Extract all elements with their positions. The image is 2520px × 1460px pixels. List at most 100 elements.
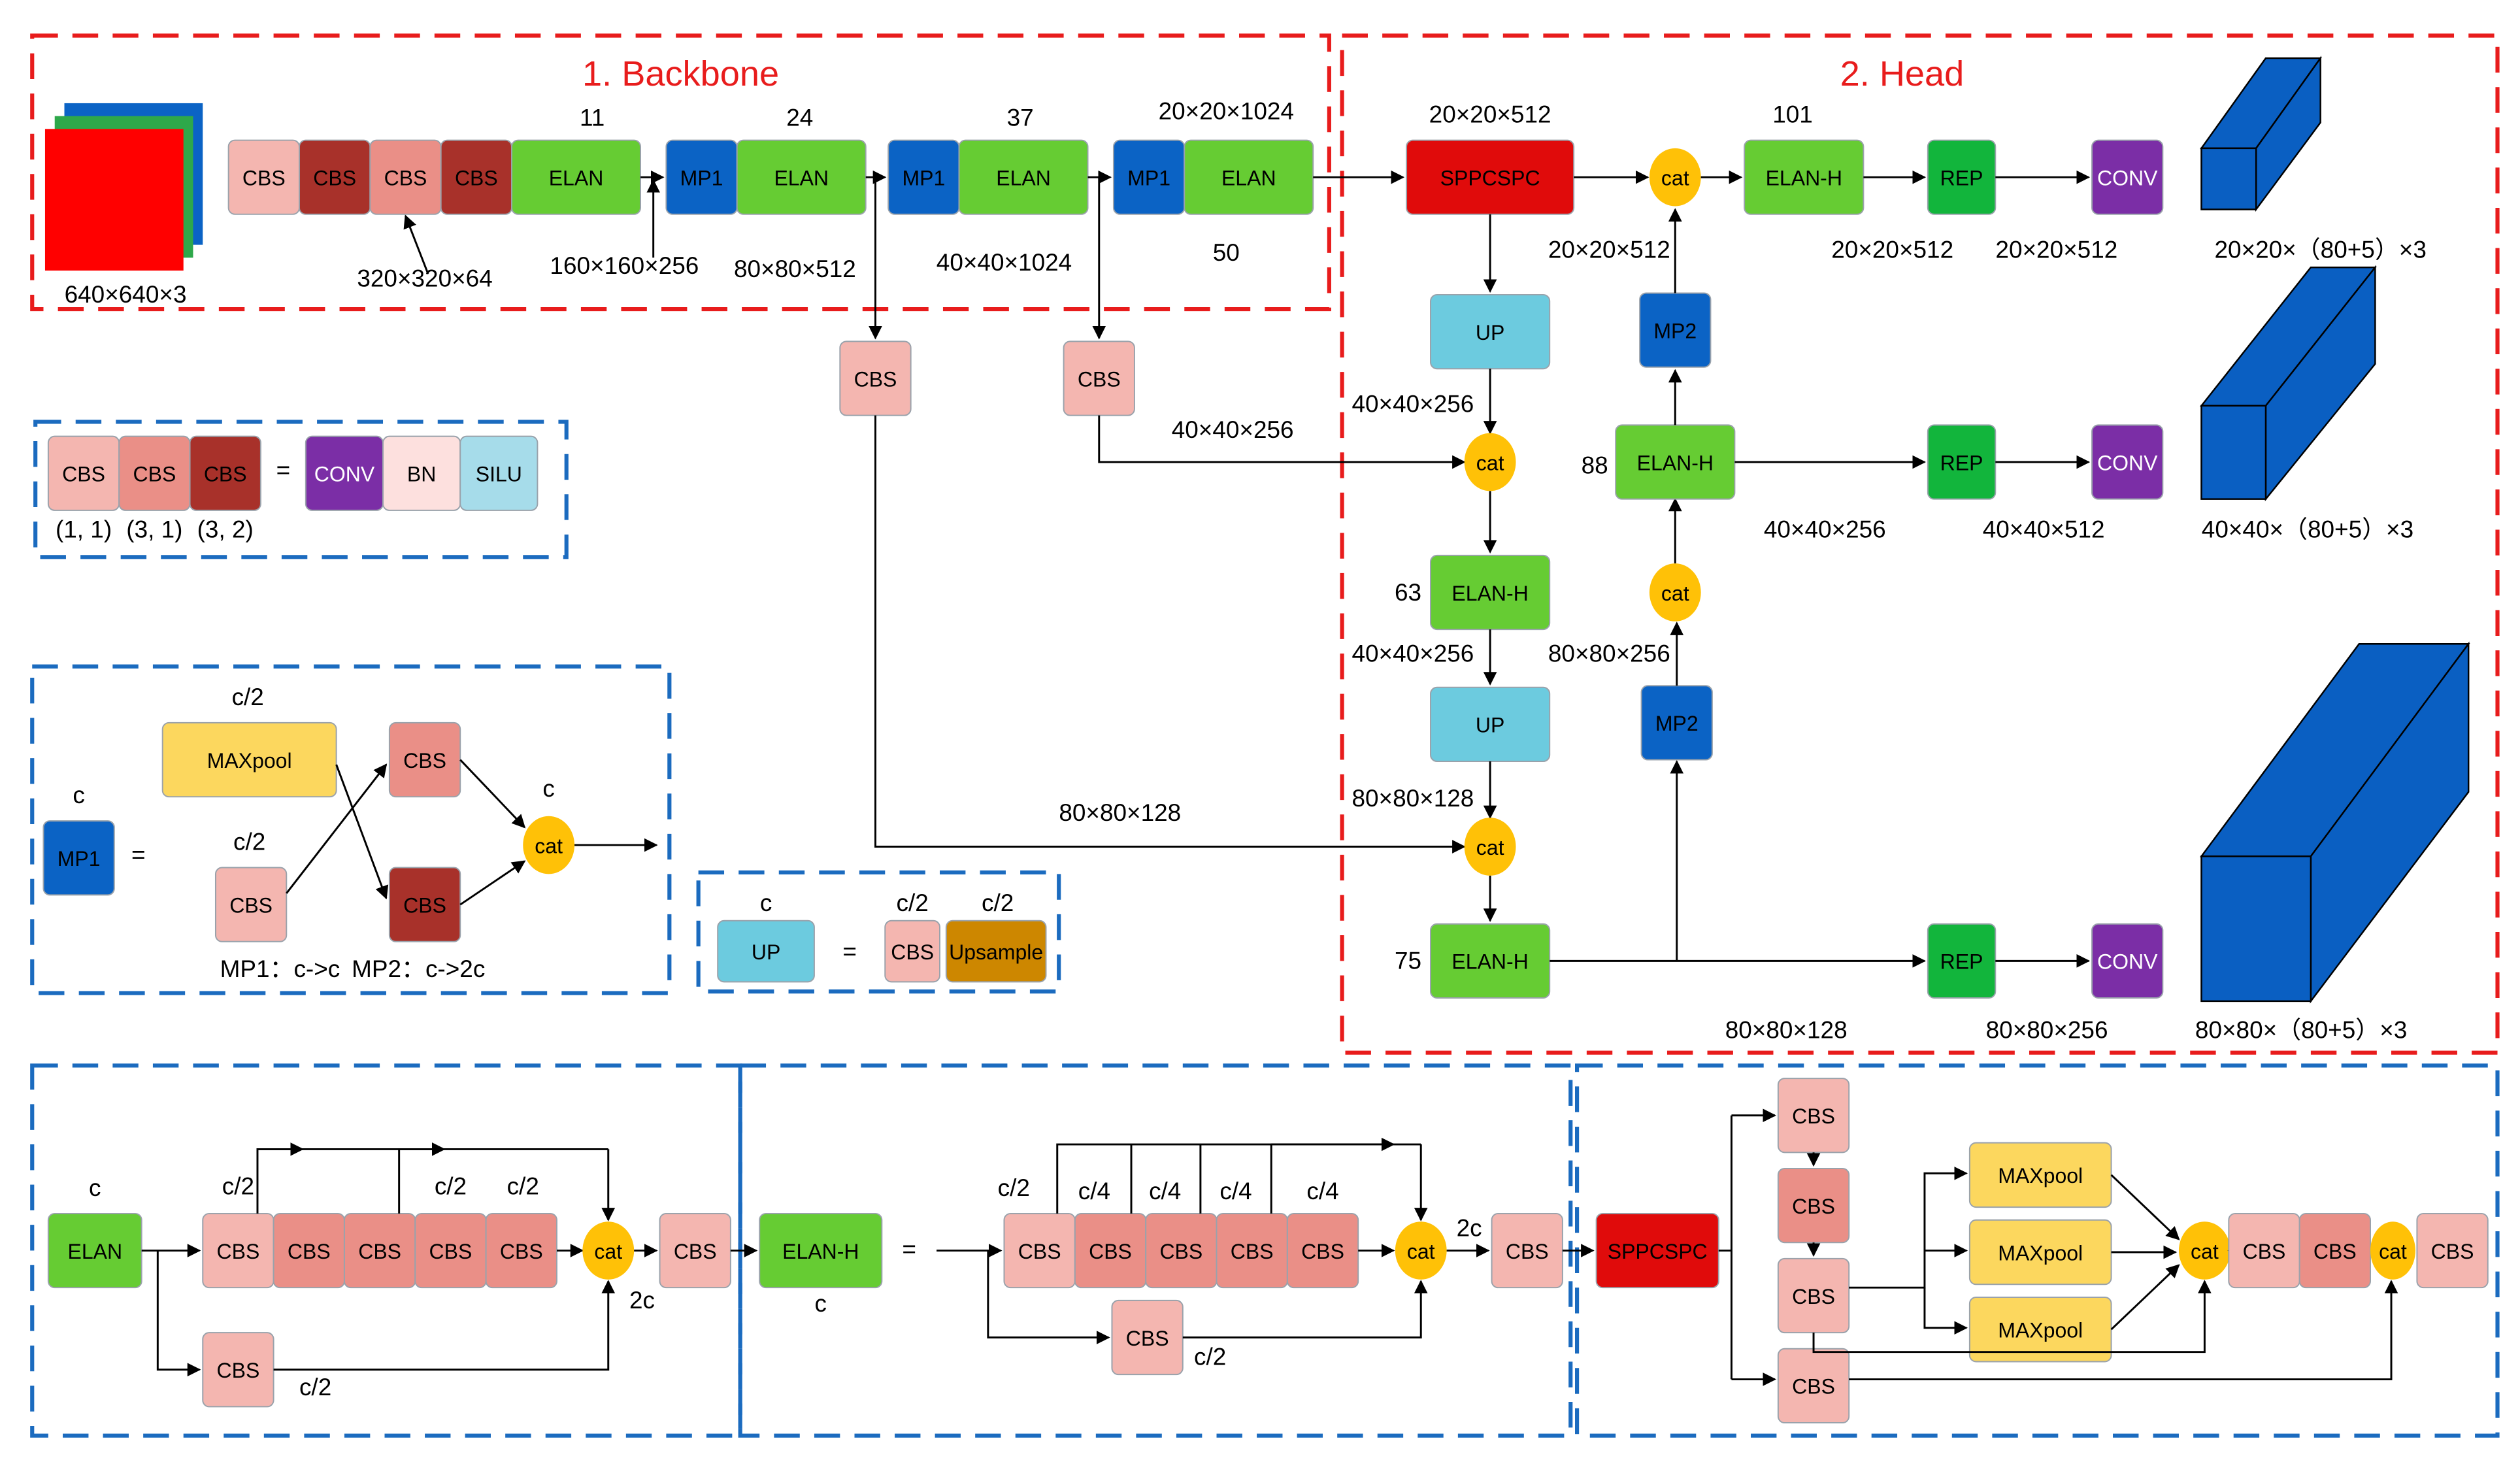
svg-text:ELAN: ELAN bbox=[549, 167, 604, 190]
spp-legend-cbs-6: CBS bbox=[2298, 1212, 2371, 1289]
head-sppcspc: SPPCSPC bbox=[1406, 139, 1575, 215]
backbone-elan-37: ELAN bbox=[958, 139, 1089, 215]
elanh-legend-c-half-b: c/2 bbox=[1194, 1343, 1226, 1370]
legend-cbs-k3: (3, 2) bbox=[197, 516, 254, 543]
head-rep-mid: REP bbox=[1927, 424, 1997, 500]
layer-88-label: 88 bbox=[1582, 452, 1608, 478]
svg-text:CBS: CBS bbox=[384, 167, 427, 190]
svg-text:Upsample: Upsample bbox=[949, 940, 1043, 964]
svg-text:MP2: MP2 bbox=[1653, 319, 1697, 342]
legend-cbs-1: CBS bbox=[47, 435, 120, 511]
svg-text:CBS: CBS bbox=[1792, 1285, 1835, 1308]
svg-text:CBS: CBS bbox=[1792, 1104, 1835, 1128]
dims-mp2-top: 20×20×512 bbox=[1548, 236, 1670, 263]
svg-text:CBS: CBS bbox=[62, 463, 105, 486]
up-legend-up: UP bbox=[717, 920, 815, 983]
dims-elanh-mid: 40×40×256 bbox=[1764, 516, 1886, 543]
svg-text:REP: REP bbox=[1940, 950, 1983, 974]
svg-text:cat: cat bbox=[1661, 582, 1689, 605]
svg-text:CBS: CBS bbox=[1126, 1327, 1169, 1350]
elanh-legend-cbs-3: CBS bbox=[1145, 1212, 1218, 1289]
svg-text:CBS: CBS bbox=[403, 893, 446, 917]
elan-legend-c-half-a: c/2 bbox=[222, 1172, 254, 1199]
svg-text:MP2: MP2 bbox=[1655, 712, 1699, 735]
head-up-2: UP bbox=[1430, 686, 1551, 763]
layer-37-label: 37 bbox=[1007, 104, 1034, 131]
svg-text:CBS: CBS bbox=[500, 1240, 543, 1263]
dims-40-256-branch: 40×40×256 bbox=[1172, 416, 1294, 443]
svg-text:cat: cat bbox=[2191, 1240, 2219, 1263]
spp-legend-cat-1: cat bbox=[2178, 1221, 2230, 1280]
input-image-stack bbox=[44, 103, 203, 271]
svg-text:CONV: CONV bbox=[2097, 950, 2158, 974]
mp1-legend-c: c bbox=[73, 782, 84, 808]
mp1-legend-cbs-in: CBS bbox=[214, 867, 288, 942]
spp-legend-maxpool-1: MAXpool bbox=[1968, 1142, 2112, 1208]
svg-text:CBS: CBS bbox=[358, 1240, 401, 1263]
svg-text:ELAN: ELAN bbox=[67, 1240, 122, 1263]
dims-320: 320×320×64 bbox=[357, 265, 492, 292]
legend-cbs-k2: (3, 1) bbox=[126, 516, 182, 543]
svg-text:CONV: CONV bbox=[314, 463, 375, 486]
svg-text:CBS: CBS bbox=[674, 1240, 717, 1263]
elan-legend-c-half-c: c/2 bbox=[507, 1172, 539, 1199]
svg-text:CBS: CBS bbox=[1078, 367, 1121, 391]
svg-text:CBS: CBS bbox=[1506, 1240, 1549, 1263]
up-legend-equals: = bbox=[842, 938, 857, 965]
spp-legend-cbs-out: CBS bbox=[2416, 1212, 2489, 1289]
up-legend-upsample: Upsample bbox=[945, 920, 1047, 983]
head-rep-bot: REP bbox=[1927, 923, 1997, 999]
svg-text:ELAN-H: ELAN-H bbox=[1451, 582, 1528, 605]
elan-legend-cbs-bottom: CBS bbox=[202, 1332, 274, 1408]
svg-text:CBS: CBS bbox=[1792, 1375, 1835, 1399]
backbone-frame bbox=[30, 33, 1331, 312]
layer-63-label: 63 bbox=[1395, 579, 1421, 606]
mp1-legend-cat: cat bbox=[523, 816, 575, 874]
head-elanh-101: ELAN-H bbox=[1744, 139, 1865, 215]
elan-legend-cbs-1: CBS bbox=[202, 1212, 274, 1289]
up-legend-cbs: CBS bbox=[884, 920, 940, 983]
output-cube-80 bbox=[2200, 641, 2470, 1004]
backbone-title: 1. Backbone bbox=[582, 54, 779, 93]
svg-text:ELAN-H: ELAN-H bbox=[782, 1240, 859, 1263]
dims-spp: 20×20×512 bbox=[1429, 101, 1551, 127]
dims-rep-bot: 80×80×256 bbox=[1986, 1017, 2108, 1044]
backbone-elan-50: ELAN bbox=[1184, 139, 1314, 215]
legend-bn: BN bbox=[382, 435, 461, 511]
svg-text:CBS: CBS bbox=[429, 1240, 472, 1263]
elan-legend-2c: 2c bbox=[629, 1287, 655, 1314]
elanh-legend-cat: cat bbox=[1395, 1221, 1447, 1280]
legend-cbs-equals: = bbox=[276, 457, 291, 484]
mp1-legend-frame bbox=[30, 664, 672, 995]
up-legend-frame bbox=[696, 870, 1061, 994]
dims-40-1024: 40×40×1024 bbox=[937, 249, 1072, 276]
elan-legend-cbs-4: CBS bbox=[414, 1212, 487, 1289]
dims-80-512: 80×80×512 bbox=[734, 256, 856, 282]
svg-text:CBS: CBS bbox=[854, 367, 897, 391]
svg-text:MP1: MP1 bbox=[58, 847, 101, 871]
svg-text:CBS: CBS bbox=[288, 1240, 331, 1263]
head-elanh-88: ELAN-H bbox=[1615, 424, 1736, 500]
dims-rep-mid: 40×40×512 bbox=[1983, 516, 2105, 543]
svg-text:CBS: CBS bbox=[2431, 1240, 2474, 1263]
backbone-elan-11: ELAN bbox=[511, 139, 641, 215]
head-rep-top: REP bbox=[1927, 139, 1997, 215]
dims-63-out: 40×40×256 bbox=[1351, 640, 1474, 667]
head-mp2-top: MP2 bbox=[1639, 292, 1712, 368]
svg-text:REP: REP bbox=[1940, 451, 1983, 474]
elanh-legend-equals: = bbox=[902, 1235, 916, 1262]
head-cat-right-80: cat bbox=[1649, 563, 1701, 622]
backbone-cbs-4: CBS bbox=[440, 139, 513, 215]
up-legend-c: c bbox=[760, 889, 772, 916]
output-cube-20 bbox=[2200, 56, 2323, 212]
svg-text:CBS: CBS bbox=[403, 749, 446, 772]
head-conv-mid: CONV bbox=[2091, 424, 2164, 500]
layer-24-label: 24 bbox=[786, 104, 813, 131]
dims-rep-top: 20×20×512 bbox=[1995, 236, 2117, 263]
svg-text:CBS: CBS bbox=[455, 167, 498, 190]
legend-conv: CONV bbox=[305, 435, 384, 511]
mp1-legend-c-half-top: c/2 bbox=[232, 684, 264, 710]
svg-text:ELAN-H: ELAN-H bbox=[1766, 167, 1842, 190]
elan-legend-cbs-2: CBS bbox=[273, 1212, 345, 1289]
